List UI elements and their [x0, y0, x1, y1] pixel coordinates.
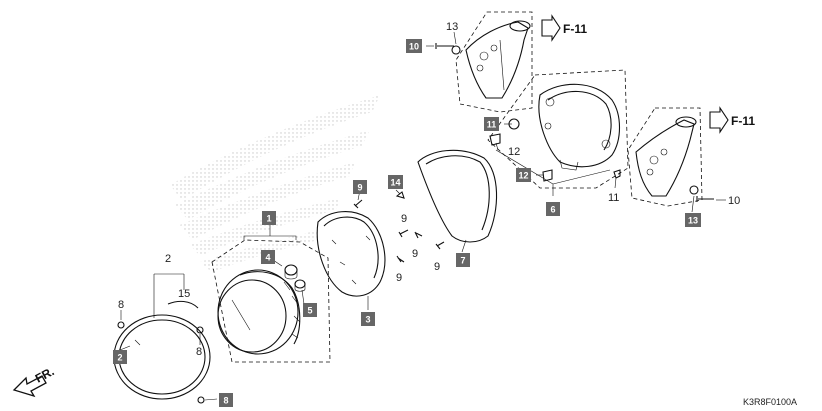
front-direction-arrow-icon [12, 375, 47, 398]
svg-text:10: 10 [409, 42, 419, 52]
assembly-outline-case [487, 69, 629, 189]
callout-13: 13 [446, 21, 458, 33]
headlight-rim-shell [417, 149, 498, 243]
svg-text:11: 11 [487, 120, 497, 130]
diagram-reference-code: K3R8F0100A [743, 397, 797, 407]
callout-9: 9 [396, 272, 402, 284]
boxed-callout-5: 5 [303, 303, 317, 317]
boxed-callout-1: 1 [262, 211, 276, 225]
boxed-callout-2: 2 [113, 350, 127, 364]
boxed-callout-6: 6 [546, 202, 560, 216]
svg-text:7: 7 [460, 256, 465, 266]
headlight-housing [316, 211, 386, 297]
boxed-callout-13: 13 [685, 213, 701, 227]
headlight-bracket-left [465, 20, 531, 99]
callout-9: 9 [412, 248, 418, 260]
svg-text:6: 6 [550, 205, 555, 215]
screw-icon [117, 43, 714, 404]
cross-ref-label: F-11 [563, 22, 587, 36]
leader-lines [119, 31, 726, 401]
callout-8: 8 [118, 299, 124, 311]
rubber-cap-5 [294, 279, 306, 292]
callout-11: 11 [608, 192, 619, 204]
svg-text:2: 2 [117, 353, 122, 363]
callout-2: 2 [165, 253, 171, 265]
boxed-callout-14: 14 [388, 175, 403, 189]
boxed-callout-12: 12 [516, 168, 531, 182]
cross-ref-label: F-11 [731, 114, 755, 128]
svg-text:4: 4 [265, 253, 270, 263]
svg-text:1: 1 [266, 214, 271, 224]
headlight-case [538, 83, 621, 171]
svg-text:9: 9 [357, 183, 362, 193]
tape-15 [167, 300, 199, 309]
callout-15: 15 [178, 288, 190, 300]
assembly-outline-bracket-left [455, 11, 533, 113]
boxed-callout-9: 9 [353, 180, 367, 194]
cross-ref-arrow-icon [541, 14, 729, 134]
boxed-callout-11: 11 [484, 117, 499, 131]
callout-9: 9 [401, 213, 407, 225]
svg-text:12: 12 [518, 171, 528, 181]
svg-text:8: 8 [223, 396, 228, 406]
wing-logo-watermark [170, 95, 380, 272]
rubber-cap-4 [284, 264, 298, 280]
svg-text:14: 14 [390, 178, 400, 188]
headlight-unit [217, 269, 301, 355]
svg-text:3: 3 [365, 315, 370, 325]
assembly-outline-unit [211, 239, 331, 363]
callout-12: 12 [508, 146, 520, 158]
assembly-outline-bracket-right [627, 107, 703, 207]
headlight-bracket-right [635, 116, 697, 197]
boxed-callout-10: 10 [406, 39, 422, 53]
boxed-callout-7: 7 [456, 253, 470, 267]
callout-10: 10 [728, 195, 740, 207]
boxed-callout-4: 4 [261, 250, 275, 264]
callout-9: 9 [434, 261, 440, 273]
boxed-callout-3: 3 [361, 312, 375, 326]
svg-text:5: 5 [307, 306, 312, 316]
svg-text:13: 13 [688, 216, 698, 226]
boxed-callout-8: 8 [219, 393, 233, 407]
callout-8: 8 [196, 346, 202, 358]
